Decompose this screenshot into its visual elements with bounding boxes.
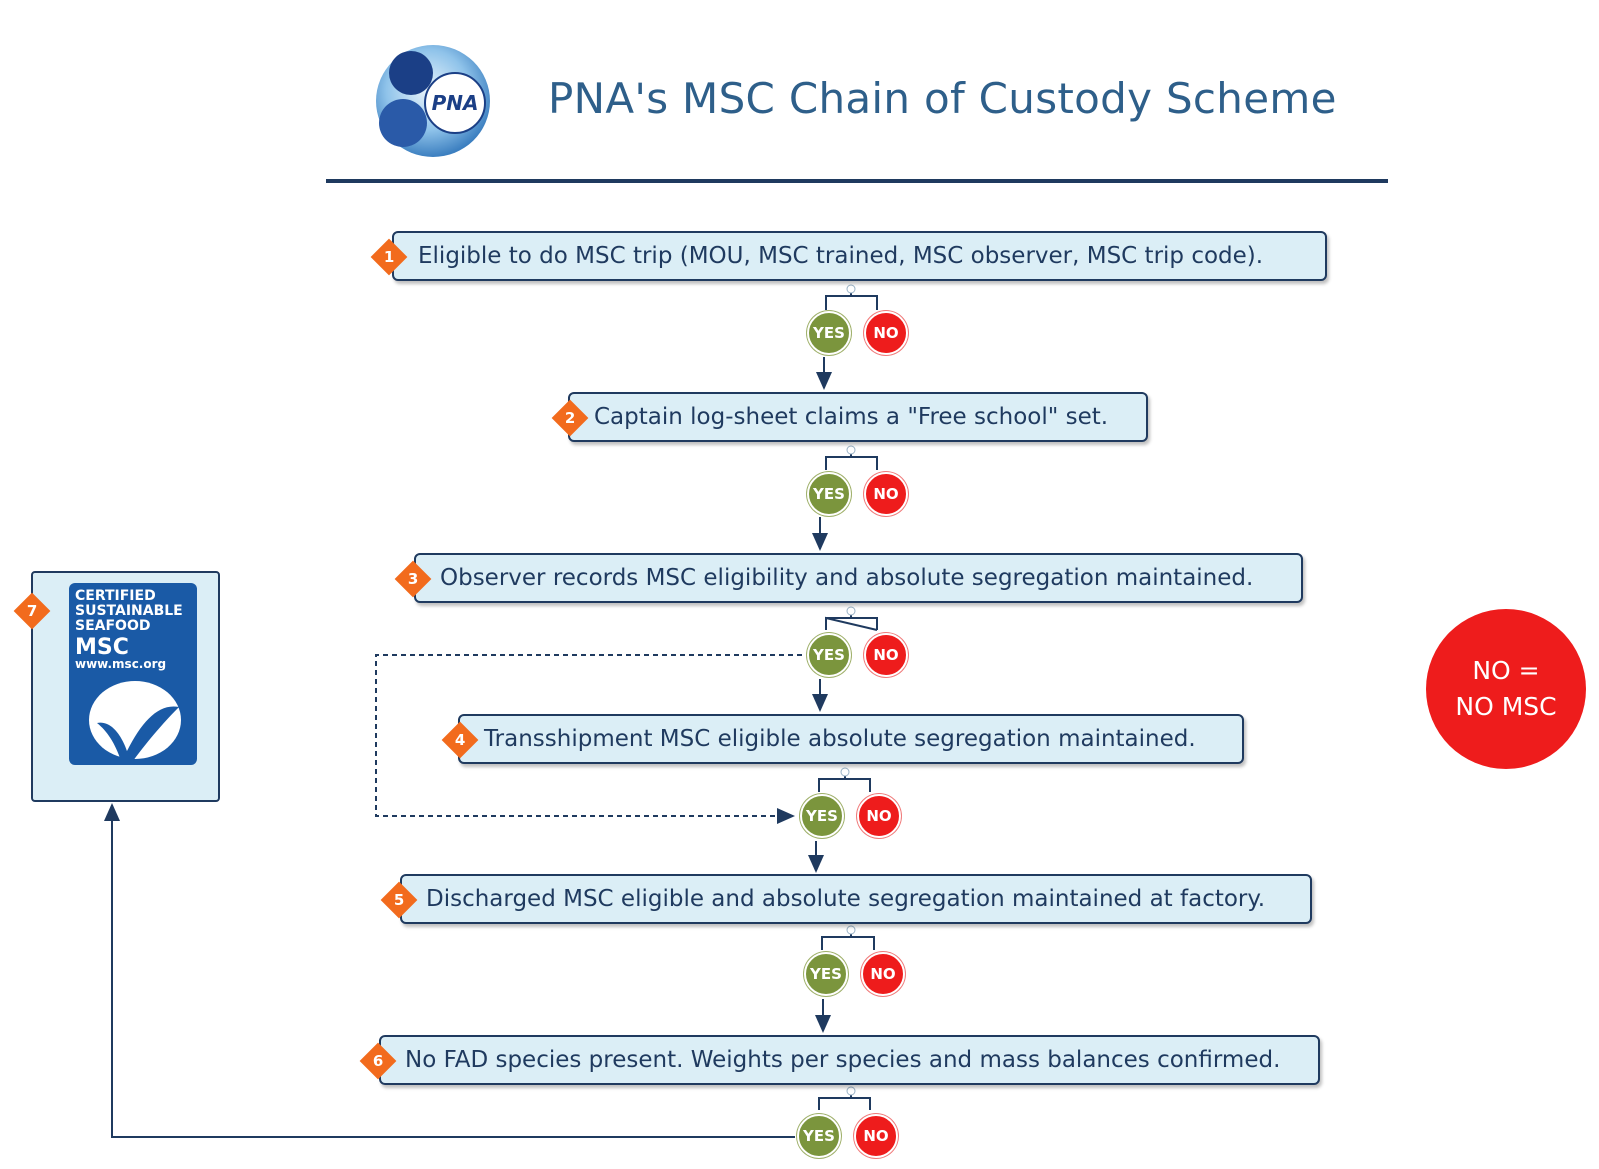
title-divider — [326, 179, 1388, 183]
logo-text: PNA — [432, 91, 479, 115]
step-5-box: Discharged MSC eligible and absolute seg… — [400, 874, 1312, 924]
step-4-text: Transshipment MSC eligible absolute segr… — [484, 726, 1196, 752]
step-3-no: NO — [864, 633, 908, 677]
msc-brand: MSC — [75, 635, 129, 660]
msc-fish-tick-icon — [89, 681, 181, 761]
step-5-yes: YES — [804, 952, 848, 996]
step-1-box: Eligible to do MSC trip (MOU, MSC traine… — [392, 231, 1327, 281]
step-1-no: NO — [864, 311, 908, 355]
step-2-yes: YES — [807, 472, 851, 516]
step-6-text: No FAD species present. Weights per spec… — [405, 1047, 1281, 1073]
pna-logo: PNA — [376, 45, 490, 157]
no-msc-callout: NO = NO MSC — [1426, 609, 1586, 769]
step-4-box: Transshipment MSC eligible absolute segr… — [458, 714, 1244, 764]
step-6-box: No FAD species present. Weights per spec… — [379, 1035, 1320, 1085]
step-4-no: NO — [857, 794, 901, 838]
step-1-yes: YES — [807, 311, 851, 355]
step-1-text: Eligible to do MSC trip (MOU, MSC traine… — [418, 243, 1264, 269]
step-3-yes: YES — [807, 633, 851, 677]
step-2-no: NO — [864, 472, 908, 516]
msc-certified-text: CERTIFIED SUSTAINABLE SEAFOOD — [75, 588, 183, 634]
step-4-yes: YES — [800, 794, 844, 838]
msc-ecolabel: CERTIFIED SUSTAINABLE SEAFOOD MSC www.ms… — [69, 583, 197, 765]
step-5-no: NO — [861, 952, 905, 996]
step-2-box: Captain log-sheet claims a "Free school"… — [568, 392, 1148, 442]
msc-url: www.msc.org — [75, 657, 167, 671]
step-5-text: Discharged MSC eligible and absolute seg… — [426, 886, 1266, 912]
certified-seafood-card: CERTIFIED SUSTAINABLE SEAFOOD MSC www.ms… — [31, 571, 220, 802]
step-3-box: Observer records MSC eligibility and abs… — [414, 553, 1303, 603]
step-6-no: NO — [854, 1114, 898, 1158]
step-2-text: Captain log-sheet claims a "Free school"… — [594, 404, 1109, 430]
step-3-text: Observer records MSC eligibility and abs… — [440, 565, 1254, 591]
page-title: PNA's MSC Chain of Custody Scheme — [548, 74, 1337, 123]
step-6-yes: YES — [797, 1114, 841, 1158]
